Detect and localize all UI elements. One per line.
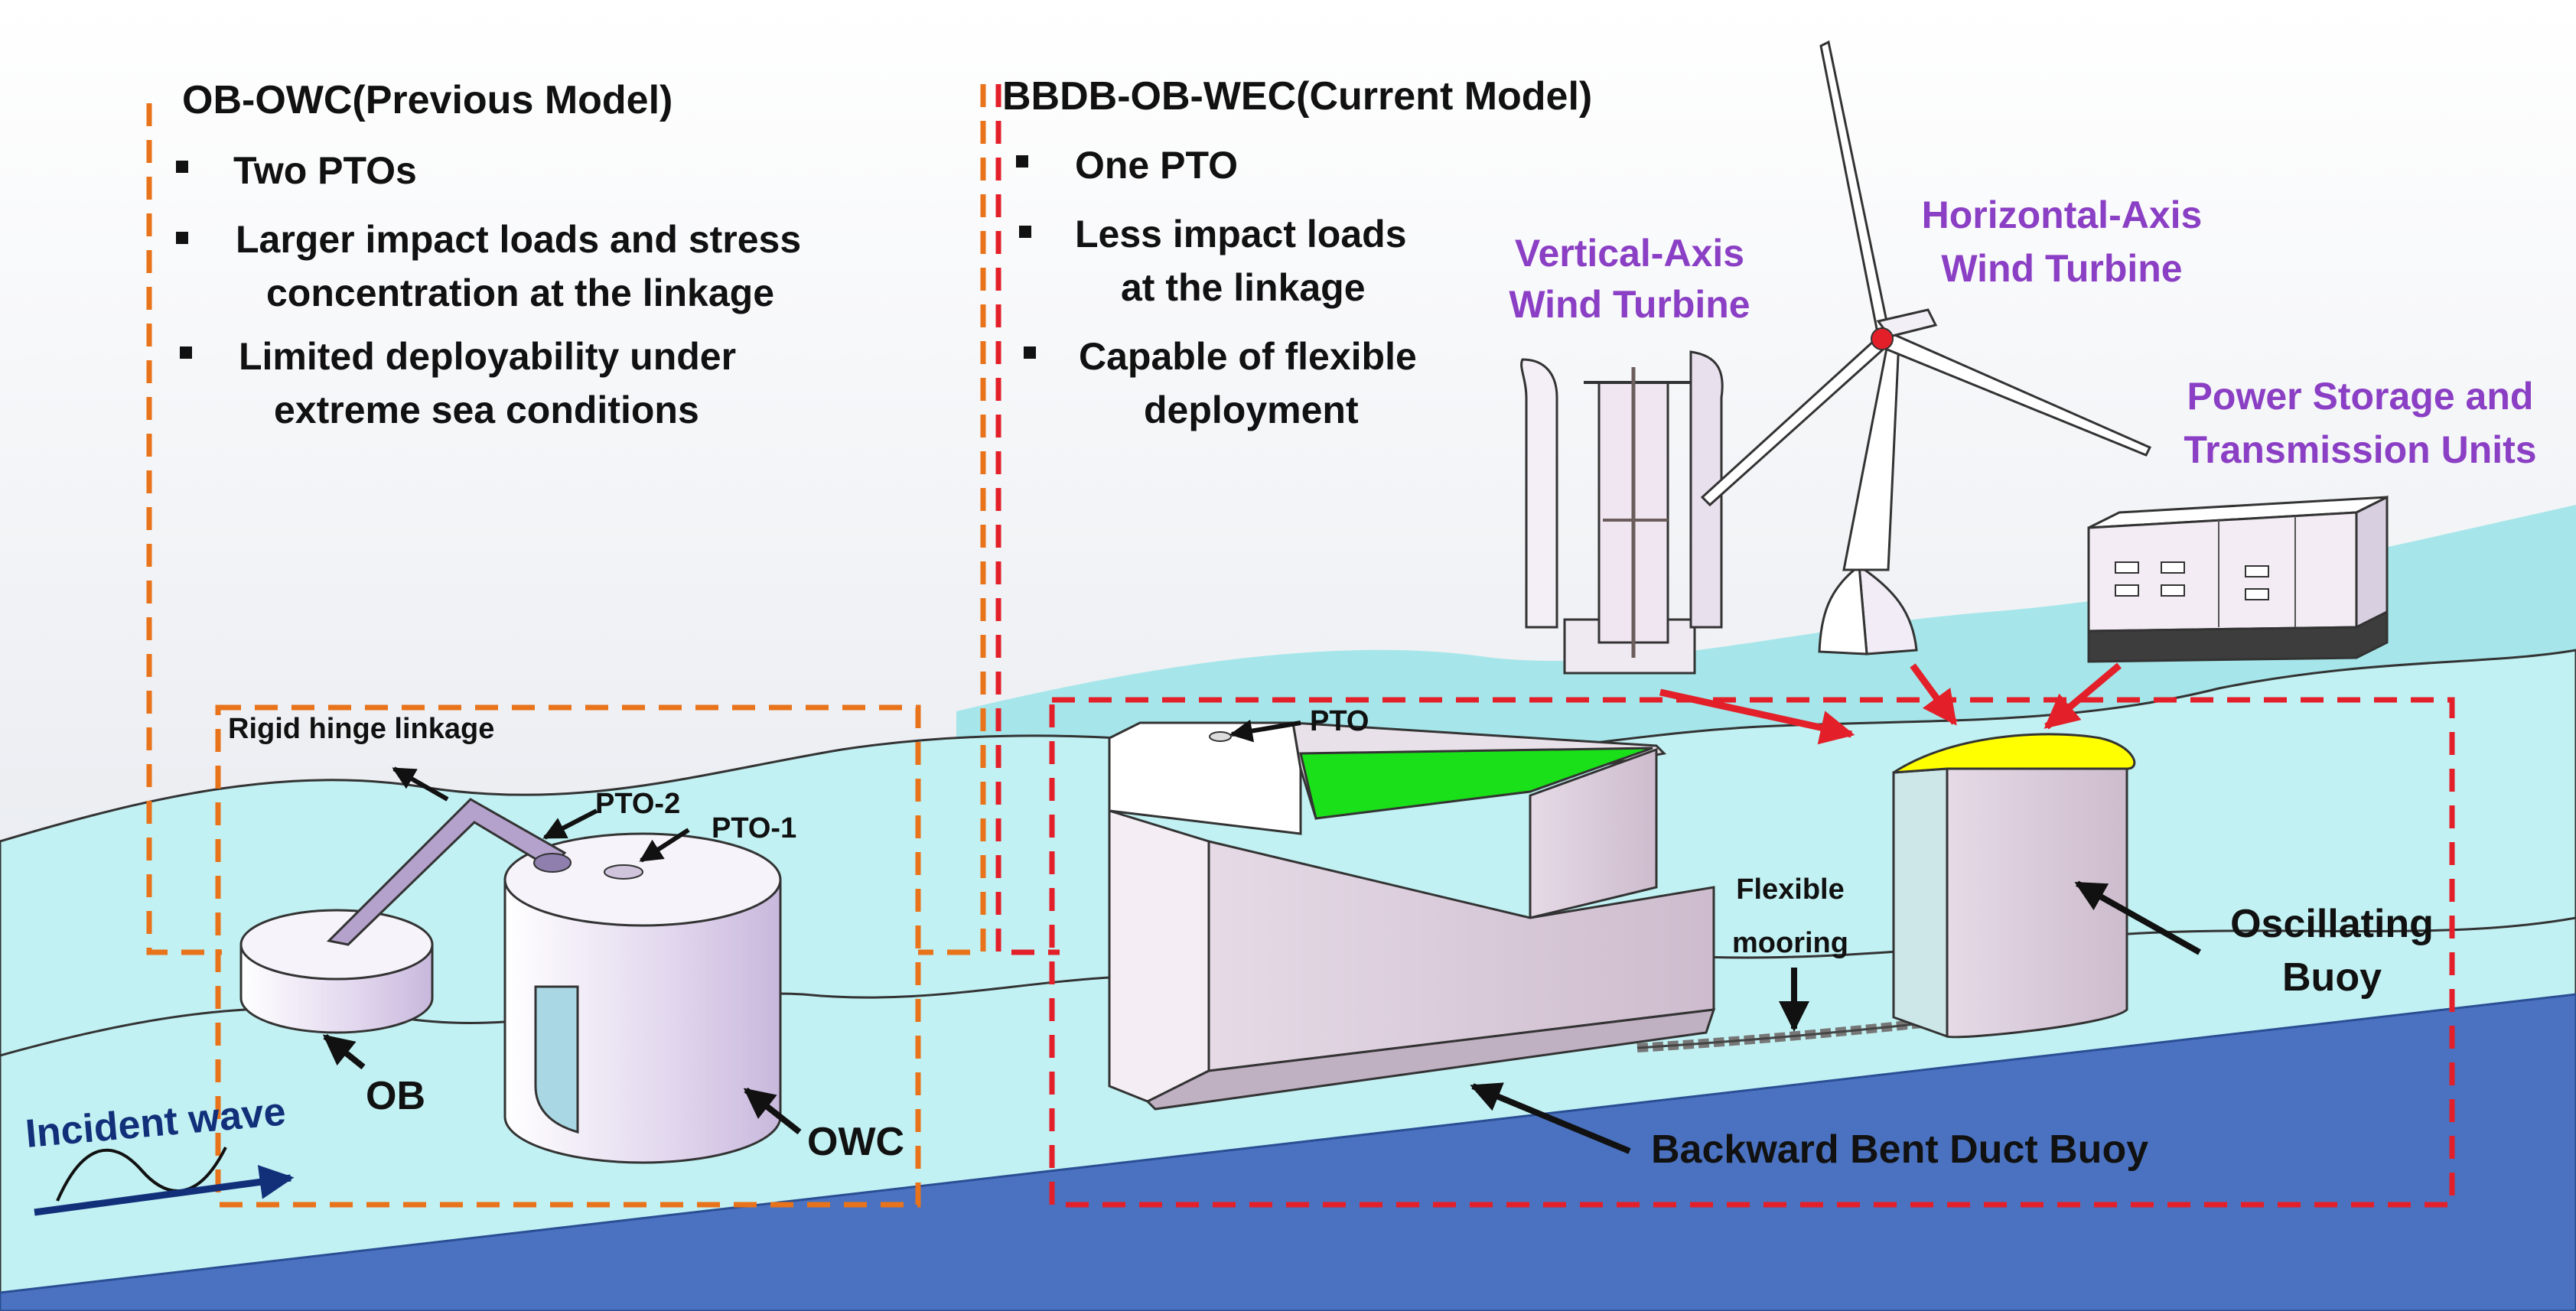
hinge-arrow (392, 766, 449, 802)
red-arrows (1659, 662, 2122, 745)
vawt-power-arrow (1659, 688, 1855, 745)
incident-wave-symbol (34, 1147, 295, 1216)
bullet-square (176, 161, 188, 173)
owc-arrow (743, 1087, 802, 1135)
pto2-label: PTO-2 (595, 788, 680, 820)
previous-model-frame (146, 84, 986, 955)
horizontal-axis-wind-turbine (1700, 40, 2152, 656)
bbdb-arrow (1470, 1082, 1631, 1154)
pto2-arrow (542, 808, 598, 840)
ob-float (239, 909, 434, 1034)
storage-label-1: Power Storage and (2187, 375, 2534, 418)
rigid-hinge-linkage (326, 798, 572, 946)
black-arrows (322, 719, 2201, 1154)
storage-power-arrow (2044, 662, 2122, 730)
ob-arrow (322, 1033, 366, 1070)
power-storage-unit (2087, 495, 2389, 663)
bullet-square (1016, 155, 1028, 168)
hawt-power-arrow (1910, 663, 1958, 726)
buoy-arrow (2074, 880, 2201, 955)
bullet-square (180, 346, 192, 359)
vawt-label-2: Wind Turbine (1509, 283, 1750, 326)
current-bullet-3a: Capable of flexible (1079, 335, 1417, 378)
previous-model-title: OB-OWC(Previous Model) (182, 78, 672, 122)
current-bullet-3b: deployment (1144, 389, 1359, 431)
oscillating-buoy (1892, 733, 2136, 1039)
hawt-label-2: Wind Turbine (1941, 247, 2182, 290)
previous-bullet-2b: concentration at the linkage (266, 272, 774, 314)
previous-model-device-frame (215, 704, 921, 1208)
previous-bullet-3b: extreme sea conditions (274, 389, 699, 431)
pto-label: PTO (1310, 705, 1369, 737)
vertical-axis-wind-turbine (1520, 350, 1724, 675)
previous-bullet-2a: Larger impact loads and stress (236, 218, 801, 261)
seabed (0, 993, 2576, 1311)
bullet-square (1024, 346, 1036, 359)
bbdb-label: Backward Bent Duct Buoy (1651, 1127, 2148, 1172)
previous-bullet-1: Two PTOs (233, 149, 417, 192)
pto1-arrow (639, 828, 690, 863)
bullet-square (1019, 226, 1031, 238)
pto-arrow (1229, 719, 1301, 743)
mooring-label-2: mooring (1732, 927, 1848, 959)
bbdb-device (1108, 721, 1716, 1111)
owc-label: OWC (807, 1120, 904, 1164)
current-bullet-1: One PTO (1075, 144, 1238, 187)
ob-label: OB (366, 1074, 425, 1118)
storage-label-2: Transmission Units (2184, 428, 2536, 471)
current-bullet-2b: at the linkage (1121, 266, 1366, 309)
current-model-title: BBDB-OB-WEC(Current Model) (1002, 74, 1592, 119)
mooring-label-1: Flexible (1736, 873, 1845, 906)
hinge-label: Rigid hinge linkage (228, 713, 494, 745)
buoy-label-1: Oscillating (2230, 902, 2434, 946)
hawt-label-1: Horizontal-Axis (1922, 194, 2203, 236)
current-bullet-2a: Less impact loads (1075, 213, 1407, 255)
bullet-square (176, 232, 188, 244)
vawt-label-1: Vertical-Axis (1515, 232, 1744, 275)
buoy-label-2: Buoy (2282, 955, 2382, 1000)
pto1-label: PTO-1 (712, 812, 796, 844)
owc-chamber (503, 832, 782, 1164)
current-model-device-frame (1049, 697, 2455, 1208)
incident-wave-arrow (34, 1165, 295, 1216)
previous-bullet-3a: Limited deployability under (239, 335, 736, 378)
